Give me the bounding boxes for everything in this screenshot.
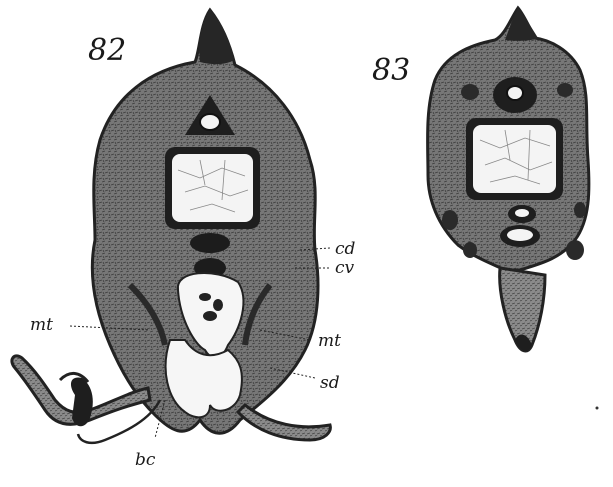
- label-cv: cv: [335, 258, 355, 278]
- figure-83: 83: [372, 8, 599, 410]
- dorsal-vessel-82: [190, 233, 230, 253]
- appendage-right-82: [238, 405, 330, 440]
- figure-number-82: 82: [88, 33, 126, 68]
- label-cd: cd: [335, 239, 356, 259]
- label-mt-right: mt: [318, 331, 341, 351]
- neural-tube-83: [493, 77, 537, 113]
- figure-number-83: 83: [372, 53, 410, 88]
- label-bc: bc: [135, 450, 156, 470]
- notochord-82: [165, 147, 260, 229]
- notochord-83: [466, 118, 563, 200]
- label-sd: sd: [320, 373, 340, 393]
- appendage-left-inner-82: [71, 377, 93, 426]
- label-mt-left: mt: [30, 315, 53, 335]
- figure-82: 82 cd cv mt mt sd bc: [12, 10, 356, 470]
